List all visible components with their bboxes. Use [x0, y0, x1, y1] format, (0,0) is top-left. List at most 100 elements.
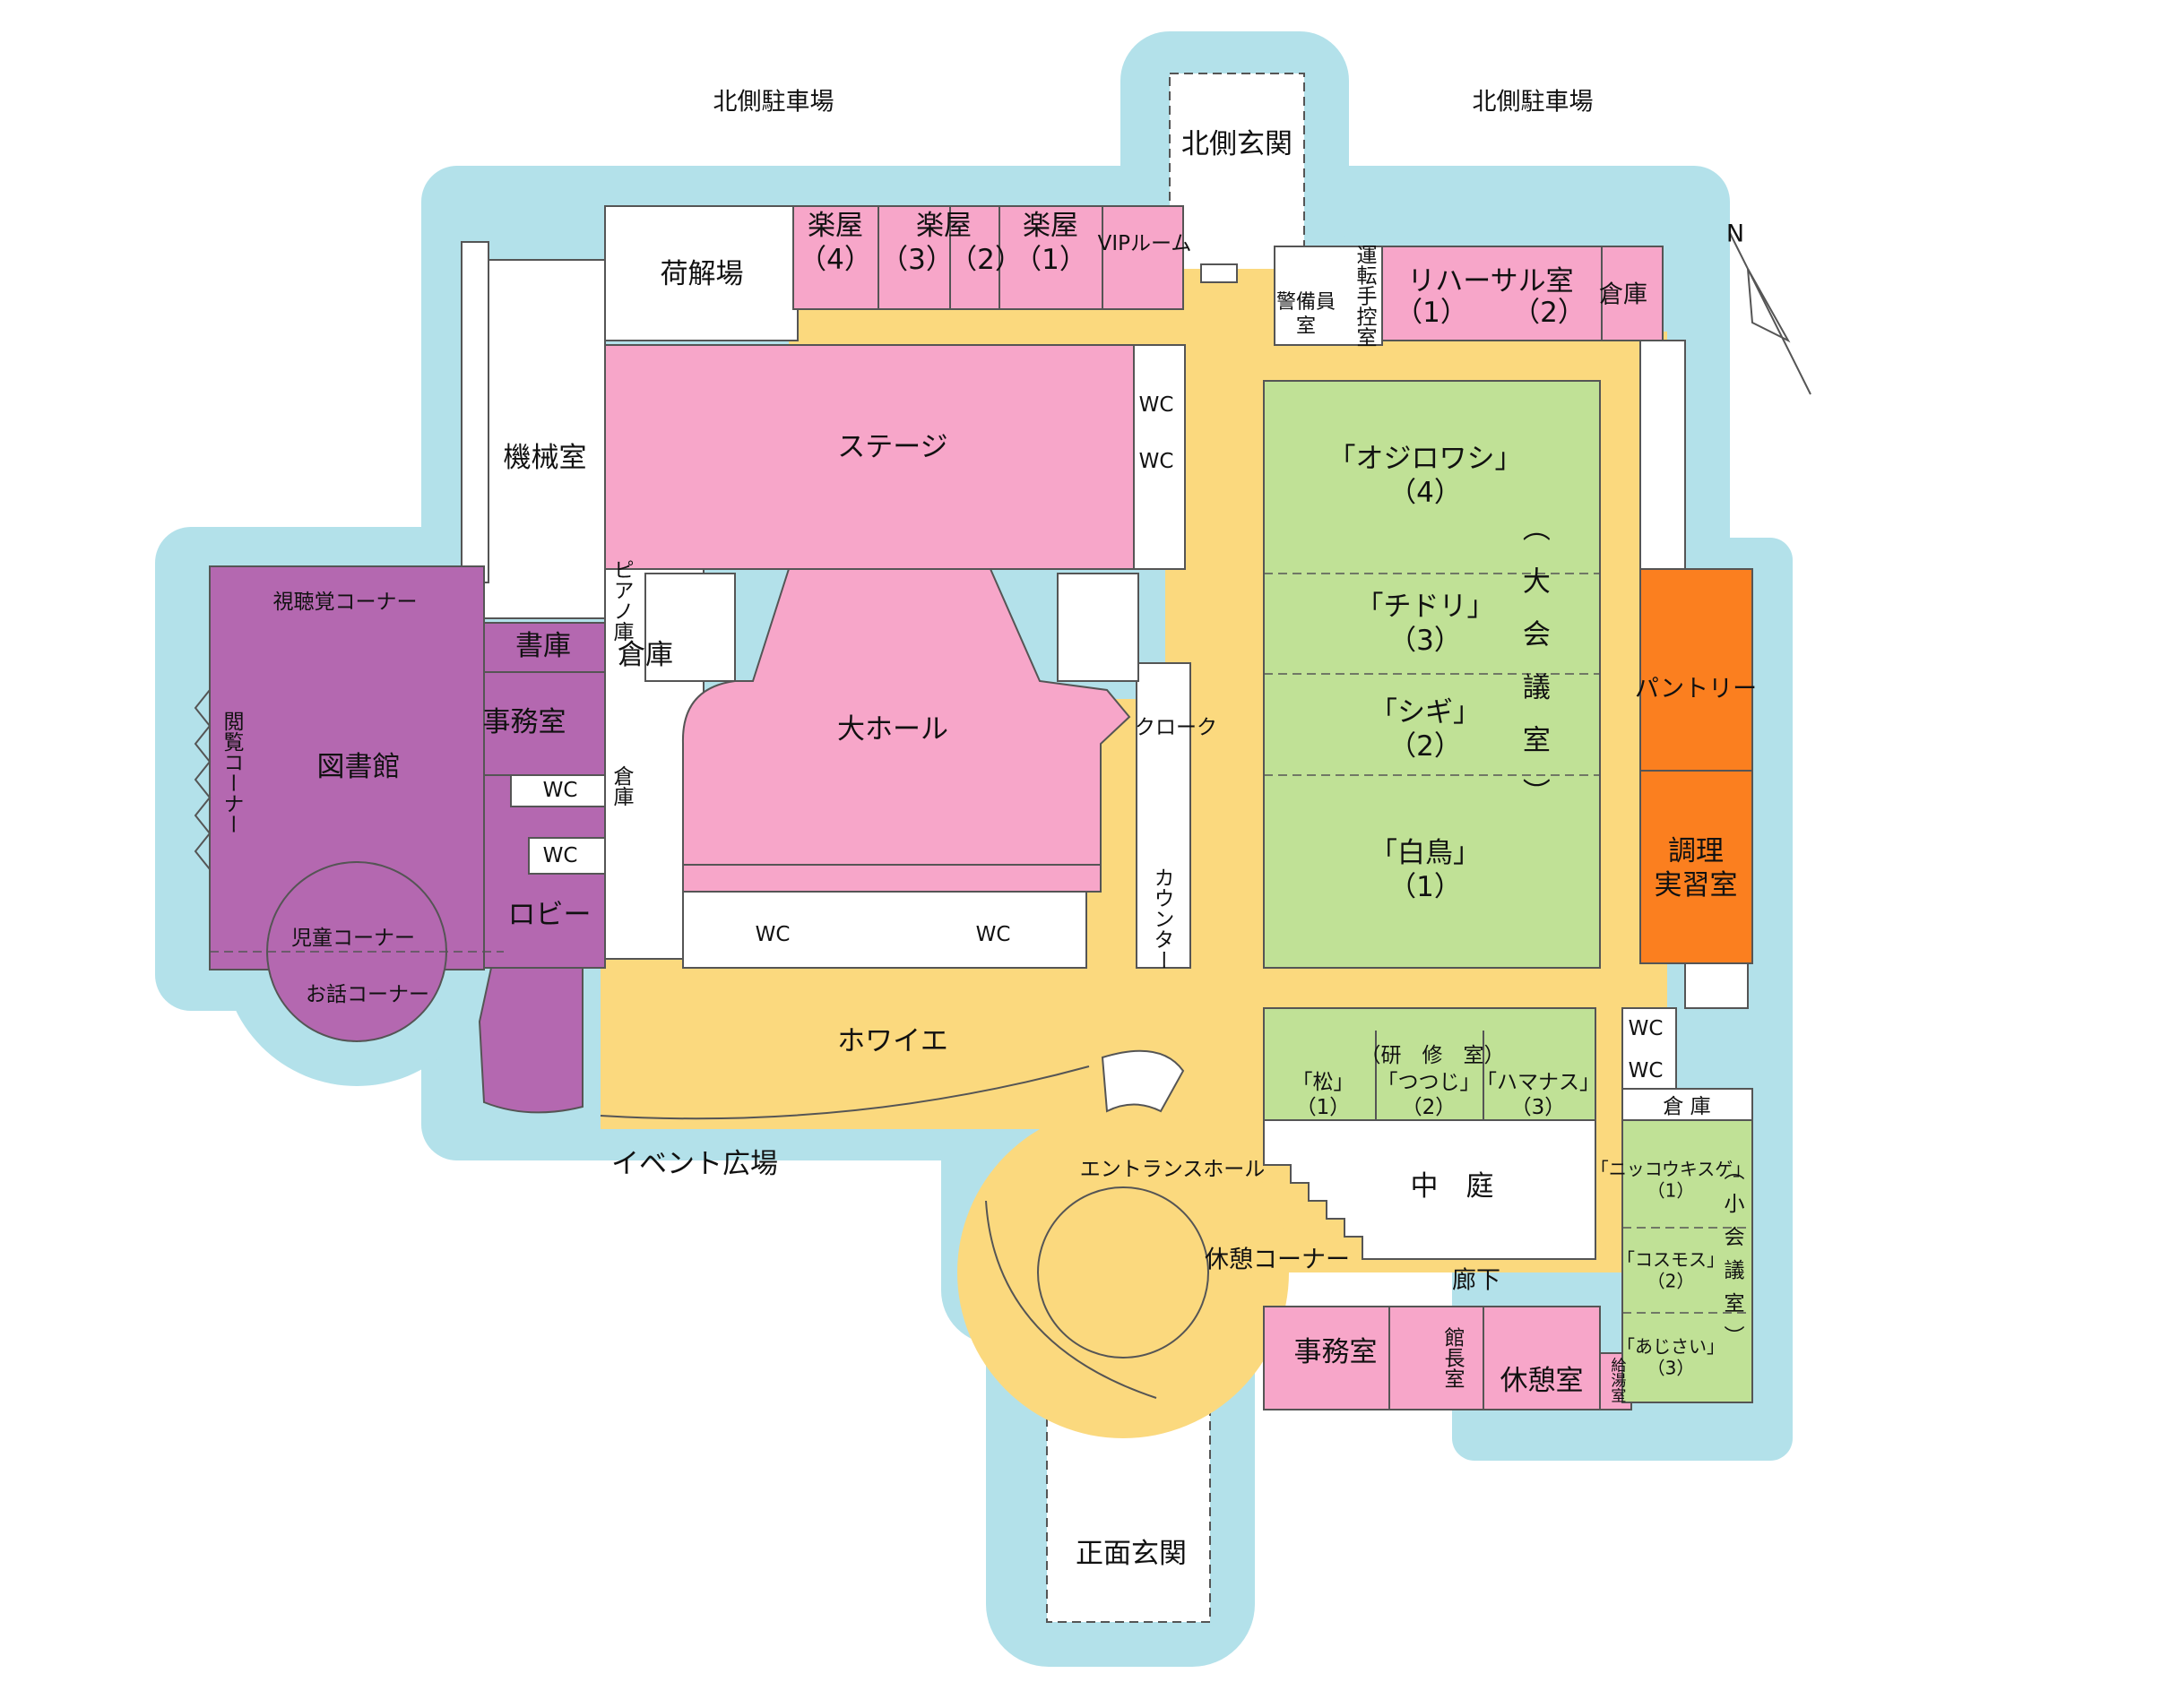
green-room-2-block	[949, 205, 1000, 310]
av-corner-label: 視聴覚コーナー	[272, 590, 418, 614]
office-lib-block	[483, 671, 606, 776]
counter-label: カウンター	[1150, 867, 1174, 970]
east-strip-top	[1639, 340, 1686, 570]
green-room-4-label: 楽屋（4）	[799, 210, 872, 276]
vip-room-label: VIPルーム	[1097, 231, 1192, 255]
east-storage-block	[1621, 1088, 1753, 1121]
east-wc2: WC	[1628, 1058, 1664, 1083]
reading-corner-label: 閲覧コーナー	[220, 711, 244, 834]
courtyard-label: 中 庭	[1410, 1170, 1494, 1203]
piano-storage-label: ピアノ庫	[610, 559, 634, 642]
entrance-hall-label: エントランスホール	[1079, 1157, 1266, 1181]
children-corner-label: 児童コーナー	[291, 926, 415, 950]
stage-block	[604, 344, 1135, 570]
stair-fan	[1101, 1049, 1185, 1113]
chidori-label: 「チドリ」（3）	[1355, 591, 1495, 657]
pantry-label: パントリー	[1634, 675, 1758, 703]
wc-hall-left: WC	[755, 922, 791, 946]
lobby-bay	[478, 967, 584, 1114]
corridor-label: 廊下	[1452, 1266, 1500, 1295]
left-stair-block	[644, 573, 736, 682]
lib-office-label: 事務室	[482, 706, 566, 739]
guard-block	[1274, 246, 1383, 346]
south-office-label: 事務室	[1293, 1336, 1378, 1369]
north-parking-right: 北側駐車場	[1472, 88, 1594, 116]
cloak-label: クローク	[1135, 715, 1217, 739]
lib-wc1: WC	[542, 778, 578, 802]
matsu-label: 「松」（1）	[1292, 1070, 1354, 1119]
east-strip-bottom	[1684, 962, 1749, 1009]
event-plaza: イベント広場	[611, 1148, 778, 1181]
compass-label: N	[1725, 220, 1745, 248]
hall-wc-strip	[682, 886, 1087, 969]
rehearsal-storage: 倉庫	[1599, 280, 1647, 309]
wc-top-2: WC	[1138, 449, 1174, 473]
stage-label: ステージ	[837, 431, 948, 464]
training-block	[1263, 1007, 1596, 1121]
green-room-3-label: 楽屋（3）	[880, 210, 972, 276]
main-entrance: 正面玄関	[1076, 1538, 1187, 1571]
guard-room-label: 警備員室	[1275, 291, 1336, 338]
library-label: 図書館	[316, 751, 401, 784]
reading-corner-zigzag	[194, 689, 212, 870]
lib-wc2-block	[528, 837, 606, 875]
north-parking-left: 北側駐車場	[713, 88, 834, 116]
cooking-room-block	[1639, 770, 1753, 964]
hamanasu-label: 「ハマナス」（3）	[1476, 1070, 1600, 1119]
rehearsal-1: （1）	[1395, 297, 1468, 330]
training-title: （研 修 室）	[1360, 1043, 1505, 1067]
nw-white-strip	[461, 241, 489, 583]
foyer-label: ホワイエ	[837, 1025, 948, 1058]
book-storage-label: 書庫	[515, 630, 571, 663]
kitchenette-label: 給湯室	[1607, 1357, 1626, 1403]
lib-wc1-block	[510, 774, 606, 807]
rehearsal-title: リハーサル室	[1407, 265, 1574, 298]
north-entrance: 北側玄関	[1181, 128, 1292, 161]
right-stair-block	[1057, 573, 1139, 682]
cooking-room-label: 調理実習室	[1654, 835, 1738, 901]
north-vestibule	[1200, 263, 1238, 283]
green-room-3-block	[878, 205, 951, 310]
east-wc1: WC	[1628, 1016, 1664, 1040]
lib-wc2: WC	[542, 843, 578, 867]
cloak-block	[1136, 662, 1191, 969]
north-entrance-pad	[1169, 73, 1305, 276]
rest-room-label: 休憩室	[1500, 1365, 1584, 1398]
compass-arrow	[1729, 232, 1811, 395]
lobby-label: ロビー	[507, 899, 592, 932]
wc-hall-right: WC	[975, 922, 1011, 946]
ajisai-label: 「あじさい」（3）	[1617, 1335, 1725, 1379]
storage-a-label: 倉庫	[618, 639, 673, 672]
unloading-label: 荷解場	[660, 258, 744, 291]
book-storage-block	[483, 622, 606, 673]
foyer-edge	[601, 1062, 1094, 1129]
large-conference-label: （大会議室）	[1517, 513, 1550, 831]
pantry-block	[1639, 568, 1753, 772]
east-storage-small: 倉 庫	[1663, 1094, 1711, 1118]
machine-room-block	[483, 259, 606, 619]
rehearsal-block	[1381, 246, 1603, 341]
courtyard-block	[1263, 1119, 1596, 1260]
small-conference-label: （小会議室）	[1720, 1160, 1744, 1359]
green-room-2-label: （2）	[949, 244, 1023, 277]
rest-room-block	[1483, 1306, 1601, 1410]
cosmos-label: 「コスモス」（2）	[1617, 1248, 1725, 1292]
storage-b-label: 倉庫	[610, 765, 634, 807]
main-hall-front	[682, 864, 1102, 893]
shigi-label: 「シギ」（2）	[1370, 696, 1481, 763]
rehearsal-2: （2）	[1512, 297, 1586, 330]
office-south-block	[1263, 1306, 1390, 1410]
wc-top-1: WC	[1138, 392, 1174, 417]
tsutsuji-label: 「つつじ」（2）	[1377, 1070, 1481, 1119]
machine-room-label: 機械室	[503, 442, 587, 475]
main-hall-label: 大ホール	[837, 713, 948, 746]
rest-corner-label: 休憩コーナー	[1205, 1246, 1350, 1274]
wc-top-block	[1130, 344, 1186, 570]
rest-corner-circle	[1037, 1186, 1209, 1359]
nikko-label: 「ニッコウキスゲ」（1）	[1590, 1158, 1751, 1202]
hakucho-label: 「白鳥」（1）	[1370, 837, 1481, 903]
unloading-block	[604, 205, 799, 341]
vip-room-block	[1102, 205, 1184, 310]
